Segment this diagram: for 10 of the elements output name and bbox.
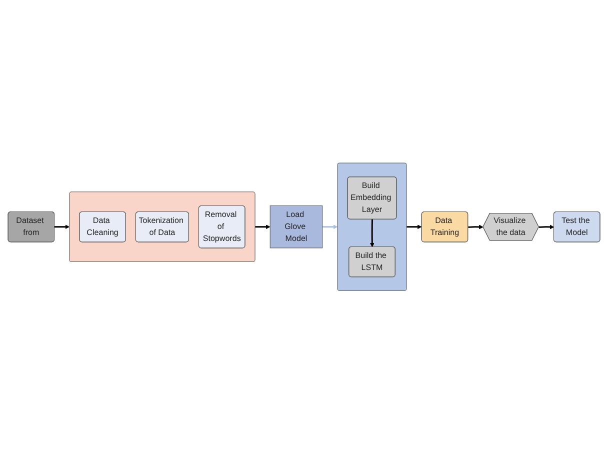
node-box: Load Glove Model (269, 205, 322, 248)
arrow (369, 218, 374, 247)
arrow (406, 224, 422, 229)
arrow (538, 224, 554, 229)
arrow (322, 224, 338, 229)
arrow (254, 224, 270, 229)
arrow (54, 224, 70, 229)
cluster (336, 162, 406, 291)
arrow (468, 224, 483, 229)
cluster (68, 191, 255, 262)
